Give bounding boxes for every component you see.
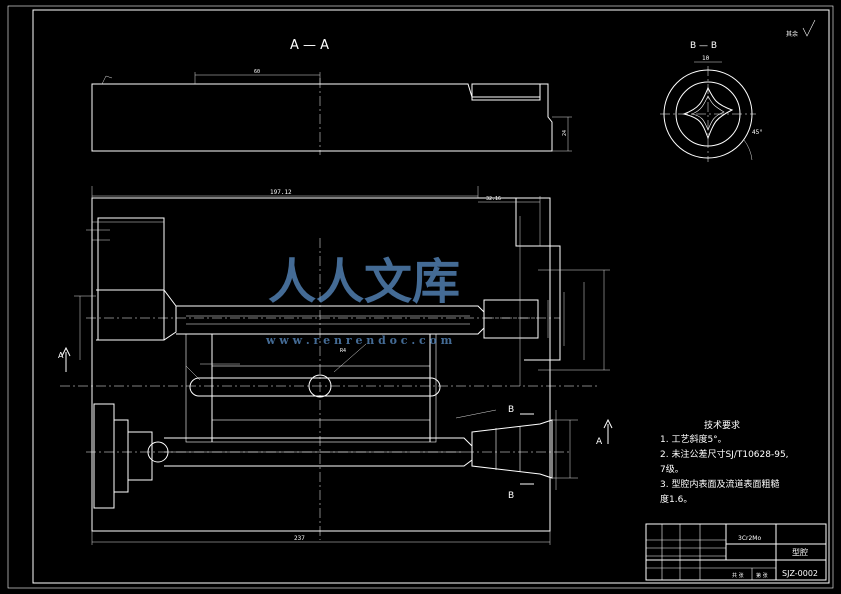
svg-text:共 张: 共 张 [732,572,744,579]
svg-text:B: B [508,405,514,415]
svg-text:197.12: 197.12 [270,189,292,196]
svg-text:技术要求: 技术要求 [704,419,740,431]
svg-text:w w w . r e n r e n d o c . c: w w w . r e n r e n d o c . c o m [265,334,453,347]
svg-text:1. 工艺斜度5°。: 1. 工艺斜度5°。 [660,433,727,445]
svg-text:45°: 45° [752,129,763,136]
watermark: 人人文库 w w w . r e n r e n d o c . c o m [265,254,460,347]
svg-text:7级。: 7级。 [660,463,684,475]
svg-text:B: B [508,491,514,501]
section-marker-a-left: A [58,346,71,372]
tech-requirements: 技术要求 1. 工艺斜度5°。 2. 未注公差尺寸SJ/T10628-95, 7… [660,419,789,505]
section-bb-view: 10 45° [660,55,763,162]
section-aa-view: 60 24 [91,69,572,155]
svg-text:2. 未注公差尺寸SJ/T10628-95,: 2. 未注公差尺寸SJ/T10628-95, [660,448,789,460]
section-marker-a-right: A [596,418,613,447]
svg-text:A: A [596,437,603,447]
svg-text:3. 型腔内表面及流道表面粗糙: 3. 型腔内表面及流道表面粗糙 [660,478,779,490]
drawing-number-text: SJZ-0002 [782,569,818,578]
svg-text:60: 60 [254,69,260,75]
svg-text:度1.6。: 度1.6。 [660,493,692,505]
section-bb-label: B — B [690,41,717,51]
svg-text:A: A [58,351,64,360]
svg-text:第 张: 第 张 [756,572,768,579]
outer-frame [7,5,834,589]
svg-text:人人文库: 人人文库 [268,254,460,310]
part-name-text: 型腔 [792,547,808,557]
section-marker-b-top: B [508,405,534,415]
roughness-note: 其余 [786,30,798,38]
section-marker-b-bottom: B [508,483,534,501]
material-text: 3Cr2Mo [738,535,761,542]
svg-text:24: 24 [562,130,568,136]
svg-text:10: 10 [702,55,710,62]
title-block: 3Cr2Mo 型腔 SJZ-0002 共 张 第 张 [645,523,827,581]
roughness-symbol-icon [802,19,816,37]
svg-text:32.16: 32.16 [486,196,501,202]
svg-text:R4: R4 [340,348,346,354]
inner-frame [32,9,830,584]
main-plan-view: 197.12 32.16 237 R4 [60,186,610,545]
svg-text:237: 237 [294,535,305,542]
section-aa-label: A — A [290,38,329,53]
